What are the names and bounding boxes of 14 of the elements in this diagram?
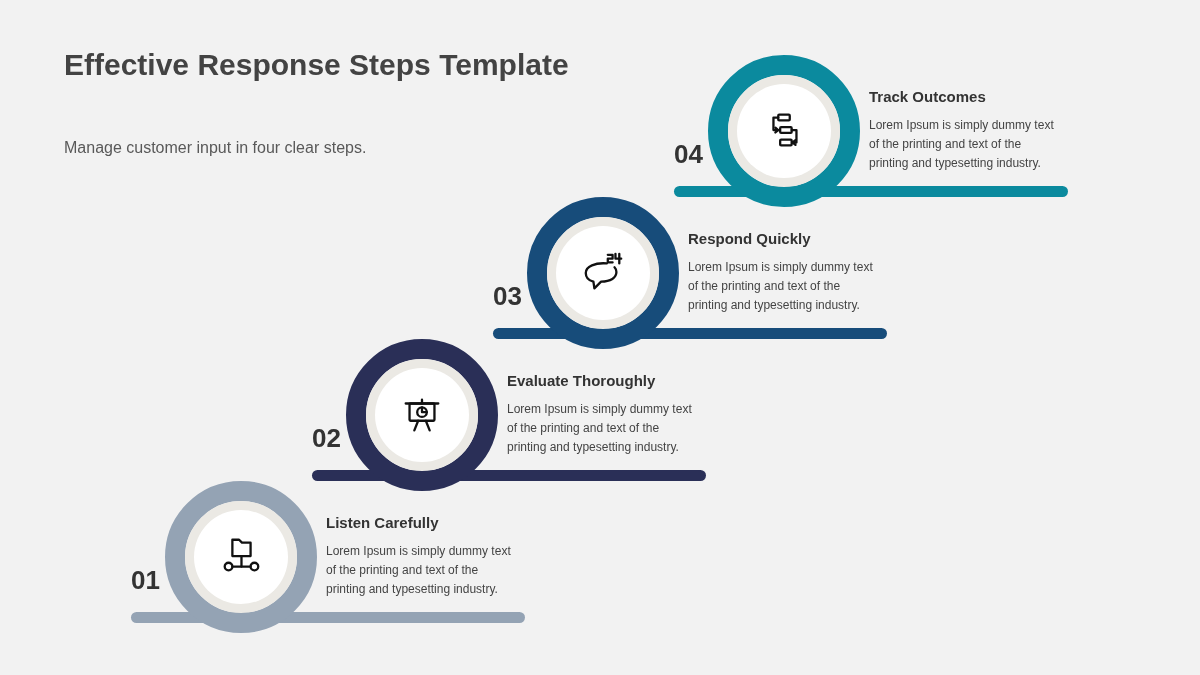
- step-heading: Evaluate Thoroughly: [507, 371, 656, 391]
- step-description: Lorem Ipsum is simply dummy text of the printing and text of the printing and typesetting industry.: [688, 259, 874, 314]
- step-description: Lorem Ipsum is simply dummy text of the printing and text of the printing and typesetting industry.: [326, 543, 512, 598]
- step-heading: Respond Quickly: [688, 229, 811, 249]
- step-number: 03: [493, 281, 522, 311]
- subtitle-text: Manage customer input in four clear steps.: [64, 138, 367, 158]
- step-heading: Listen Carefully: [326, 513, 439, 533]
- step-number: 01: [131, 565, 160, 595]
- step-description: Lorem Ipsum is simply dummy text of the printing and text of the printing and typesetting industry.: [507, 401, 693, 456]
- step-number: 04: [674, 139, 703, 169]
- step-heading: Track Outcomes: [869, 87, 986, 107]
- step-number: 02: [312, 423, 341, 453]
- step-description: Lorem Ipsum is simply dummy text of the printing and text of the printing and typesetting industry.: [869, 117, 1055, 172]
- title-text: Effective Response Steps Template: [64, 47, 570, 83]
